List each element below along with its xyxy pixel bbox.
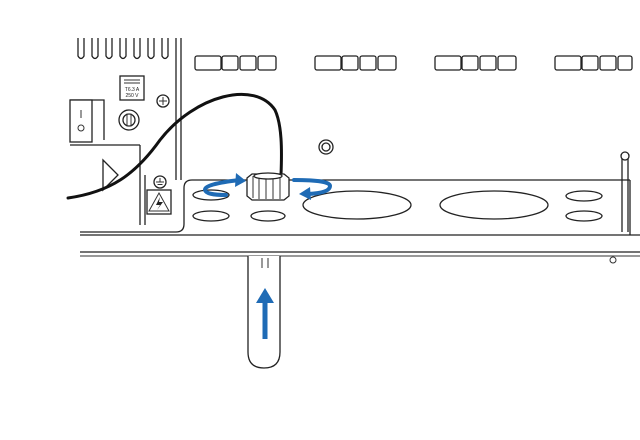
side-rod: [620, 151, 630, 232]
cable: [66, 93, 283, 200]
rating-line-2: 250 V: [125, 93, 139, 99]
base-plate: [80, 179, 640, 264]
vent-fins: [77, 38, 169, 60]
vent-slots: [194, 55, 633, 71]
knurled-nut[interactable]: [246, 172, 290, 201]
fuse-rating-label: T6.3 A 250 V: [119, 75, 145, 101]
rotate-arrows-icon: [203, 173, 333, 200]
vent-slot-group-4: [554, 55, 633, 71]
plate-holes: [192, 189, 603, 222]
fuse-holder-icon[interactable]: [118, 109, 140, 131]
lightning-warning-icon: [146, 189, 172, 215]
vent-slot-group-3: [434, 55, 517, 71]
up-arrow-icon: [256, 288, 274, 339]
connector-arrow-outline: [102, 158, 119, 192]
back-panel: [175, 38, 182, 180]
rating-line-1: T6.3 A: [125, 87, 140, 93]
screw: [156, 94, 170, 108]
power-switch[interactable]: [69, 99, 93, 143]
back-screw: [318, 139, 334, 155]
vent-slot-group-2: [314, 55, 397, 71]
ground-icon: [153, 175, 167, 189]
side-panel: [69, 99, 146, 225]
vent-slot-group-1: [194, 55, 277, 71]
